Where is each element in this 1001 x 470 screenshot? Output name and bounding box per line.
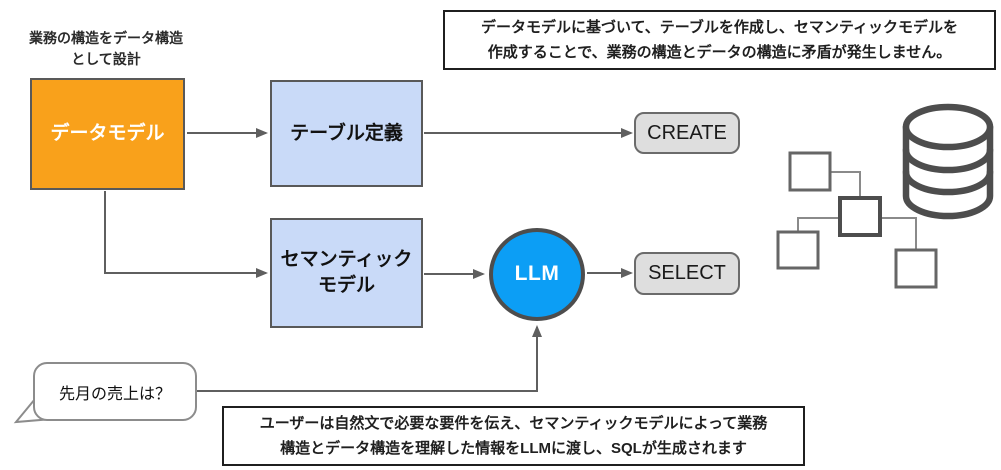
- er-link-top: [830, 171, 861, 198]
- database-band-1: [902, 146, 994, 174]
- user-query-speech-bubble: 先月の売上は？: [33, 362, 197, 421]
- entity-relationship-icon: [776, 151, 938, 289]
- create-statement-pill: CREATE: [634, 112, 740, 154]
- node-table-definition: テーブル定義: [270, 80, 423, 187]
- er-entity-left: [776, 230, 820, 270]
- er-entity-right: [894, 248, 938, 289]
- bottom-callout-box: ユーザーは自然文で必要な要件を伝え、セマンティックモデルによって業務 構造とデー…: [222, 406, 805, 466]
- node-semantic-model: セマンティック モデル: [270, 218, 423, 328]
- database-icon: [902, 103, 994, 220]
- node-llm: LLM: [489, 228, 585, 321]
- node-data-model: データモデル: [30, 78, 185, 190]
- er-entity-center: [838, 196, 882, 237]
- database-top: [902, 103, 994, 151]
- select-statement-pill: SELECT: [634, 252, 740, 295]
- top-callout-box: データモデルに基づいて、テーブルを作成し、セマンティックモデルを 作成することで…: [443, 10, 996, 70]
- database-band-2: [902, 168, 994, 196]
- er-link-right: [878, 217, 917, 250]
- arrow-datamodel-to-semantic: [104, 191, 268, 278]
- arrow-query-to-llm: [197, 325, 542, 392]
- er-link-left: [797, 217, 842, 232]
- er-entity-top: [788, 151, 832, 192]
- design-note: 業務の構造をデータ構造 として設計: [29, 30, 183, 67]
